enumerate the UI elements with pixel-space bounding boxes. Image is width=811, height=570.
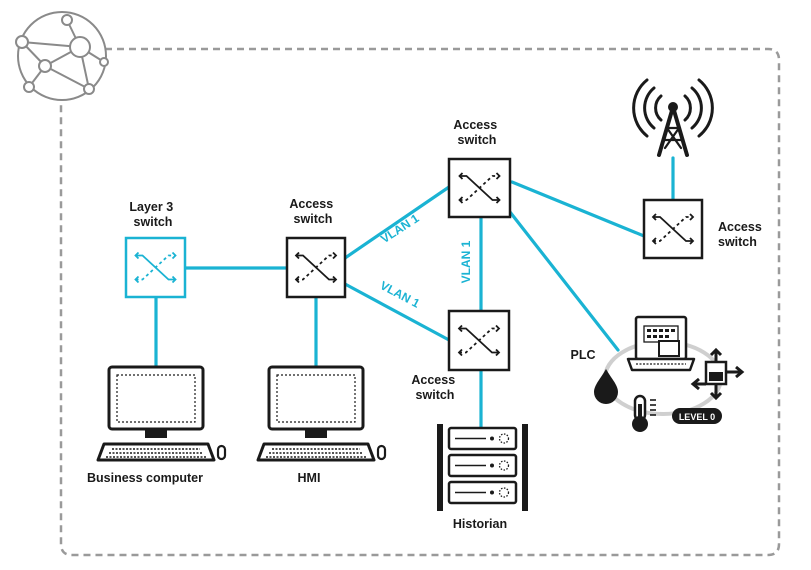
business-computer-label: Business computer: [87, 471, 203, 485]
liquid-drop-icon: [594, 369, 618, 404]
plc-cluster: LEVEL 0: [594, 315, 745, 432]
access-switch-lower-label: Access switch: [411, 373, 458, 402]
layer3-switch-label: Layer 3 switch: [129, 200, 176, 229]
access-switch-top: [447, 157, 512, 219]
link-access-top-to-access-right: [510, 180, 646, 238]
access-switch-right-label: Access switch: [718, 220, 765, 249]
control-panel-icon: [626, 315, 696, 372]
business-computer: [96, 365, 227, 462]
historian-label: Historian: [453, 517, 507, 531]
level-badge-label: LEVEL 0: [679, 412, 715, 422]
hmi-label: HMI: [298, 471, 321, 485]
hmi-computer: [256, 365, 387, 462]
network-globe-icon: [15, 11, 109, 101]
link-access-mid-to-access-lower: [343, 282, 451, 342]
link-access-mid-to-access-top: [343, 185, 451, 260]
layer3-switch: [124, 236, 187, 299]
thermometer-icon: [632, 394, 656, 432]
historian-server: [437, 424, 528, 511]
level-badge: [672, 408, 722, 424]
zone-boundary: [59, 47, 781, 557]
access-switch-mid-label: Access switch: [289, 197, 336, 226]
access-switch-lower: [447, 309, 511, 372]
vlan-label-upper: VLAN 1: [378, 211, 422, 246]
plc-label: PLC: [571, 348, 596, 362]
vlan-label-vertical: VLAN 1: [459, 240, 473, 283]
access-switch-top-label: Access switch: [453, 118, 500, 147]
link-access-top-to-plc: [508, 210, 620, 352]
valve-actuator-icon: [690, 347, 745, 401]
cell-tower-icon: [632, 78, 714, 157]
access-switch-right: [642, 198, 704, 260]
access-switch-mid: [285, 236, 347, 299]
